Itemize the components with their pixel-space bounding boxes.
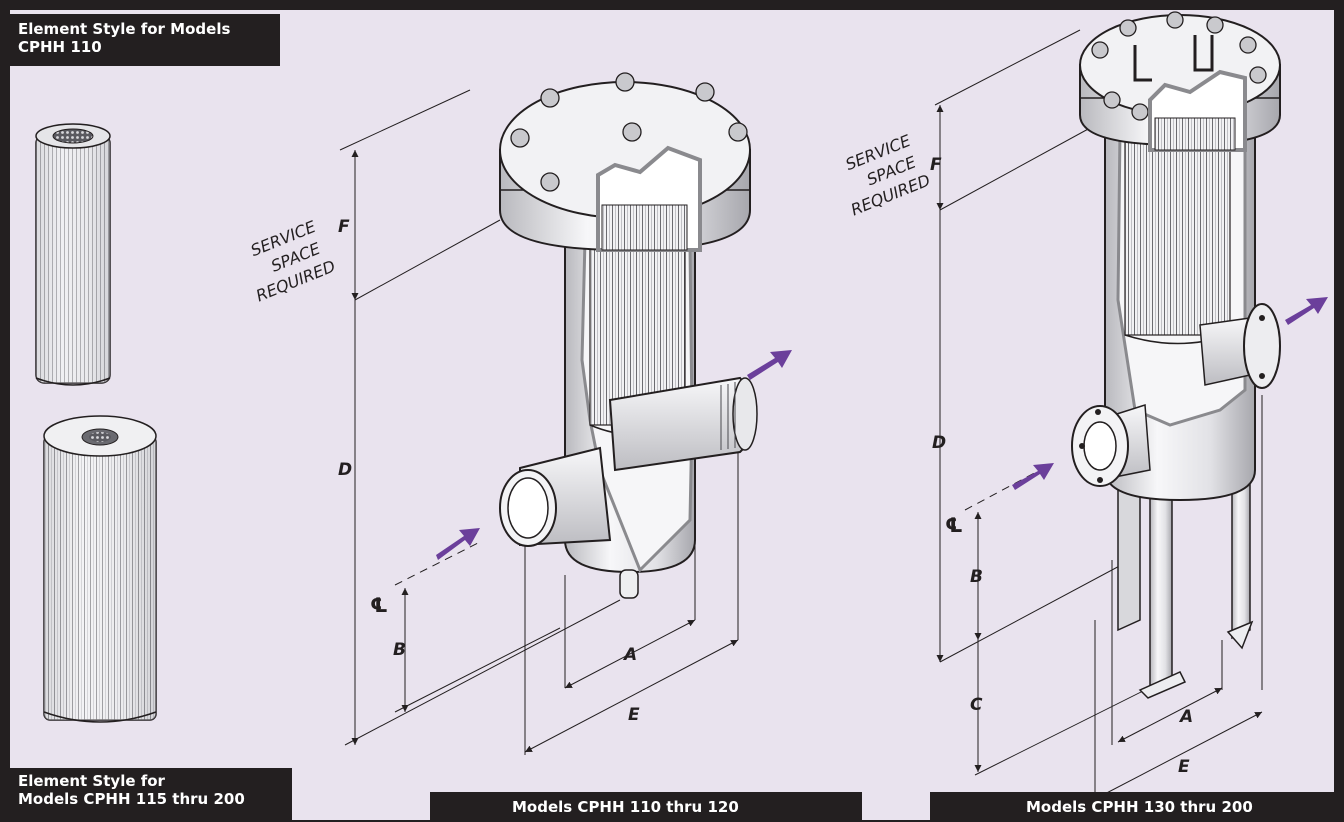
right-dim-a: A [1178, 707, 1193, 727]
element-style-110-line1: Element Style for Models [18, 20, 231, 38]
element-style-115-line2: Models CPHH 115 thru 200 [18, 790, 245, 808]
right-dim-f: F [930, 155, 942, 175]
middle-centerline: ℄ [370, 593, 388, 617]
middle-dim-e: E [628, 705, 640, 725]
models-130-200-text: Models CPHH 130 thru 200 [1026, 798, 1253, 816]
models-110-120-caption: Models CPHH 110 thru 120 [430, 792, 862, 822]
element-style-115-line1: Element Style for [18, 772, 165, 790]
right-centerline: ℄ [945, 513, 963, 537]
element-style-115-label: Element Style for Models CPHH 115 thru 2… [0, 768, 292, 822]
middle-dim-d: D [338, 460, 352, 480]
right-dim-e: E [1178, 757, 1190, 777]
models-130-200-caption: Models CPHH 130 thru 200 [930, 792, 1344, 822]
element-style-110-line2: CPHH 110 [18, 38, 102, 56]
middle-dim-f: F [338, 217, 350, 237]
right-dim-b: B [970, 567, 983, 587]
element-cphh-110 [35, 123, 111, 386]
right-dim-c: C [970, 695, 983, 715]
middle-dim-b: B [393, 640, 406, 660]
housing-cphh-110-120 [339, 72, 792, 755]
right-dim-d: D [932, 433, 946, 453]
element-cphh-115-200 [43, 415, 157, 723]
models-110-120-text: Models CPHH 110 thru 120 [512, 798, 739, 816]
element-style-110-label: Element Style for Models CPHH 110 [0, 14, 280, 66]
middle-dim-a: A [622, 645, 637, 665]
housing-cphh-130-200 [934, 11, 1328, 800]
